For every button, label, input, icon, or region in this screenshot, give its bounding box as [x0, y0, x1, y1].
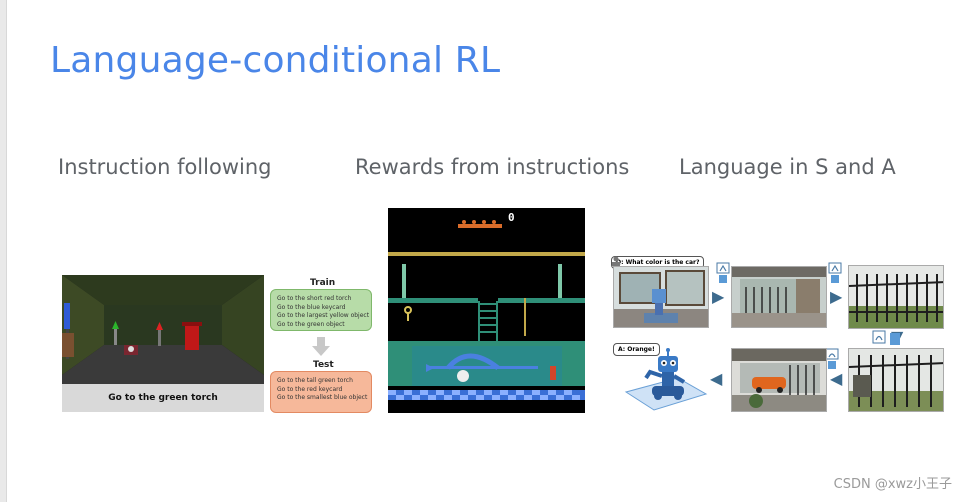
action-forward-icon — [716, 262, 730, 283]
robot-view-fence-car — [848, 348, 944, 412]
arrow-left-icon: ◀ — [830, 371, 843, 388]
arrow-down-icon — [312, 337, 330, 356]
instruction-following-scene: Go to the green torch — [62, 275, 264, 412]
robot-view-room — [613, 266, 709, 328]
slide-title: Language-conditional RL — [50, 40, 501, 81]
doom-scene-image — [62, 275, 264, 384]
robot-view-window — [731, 266, 827, 328]
heading-language-in-s-and-a: Language in S and A — [679, 155, 896, 179]
test-item: Go to the smallest blue object — [277, 394, 368, 401]
slide-left-border — [0, 0, 7, 502]
test-item: Go to the tall green torch — [277, 377, 353, 384]
arrow-right-icon: ▶ — [830, 289, 843, 306]
robot-view-fence — [848, 265, 944, 329]
heading-rewards-from-instructions: Rewards from instructions — [355, 155, 630, 179]
csdn-watermark: CSDN @xwz小王子 — [833, 477, 952, 492]
action-turn-icon — [825, 348, 839, 369]
heading-instruction-following: Instruction following — [58, 155, 272, 179]
train-instructions-box: Go to the short red torch Go to the blue… — [270, 289, 372, 331]
robot-view-orange-car — [731, 348, 827, 412]
test-instructions-box: Go to the tall green torch Go to the red… — [270, 371, 372, 413]
game-screen: 0 — [388, 208, 585, 413]
game-score: 0 — [508, 211, 515, 224]
arrow-left-icon: ◀ — [710, 371, 723, 388]
test-item: Go to the red keycard — [277, 385, 343, 393]
robot-illustration — [624, 348, 708, 411]
answer-bubble: A: Orange! — [613, 343, 660, 356]
action-forward-icon — [828, 262, 842, 283]
train-item: Go to the short red torch — [277, 295, 352, 302]
user-icon — [612, 256, 620, 266]
action-turn-icon — [872, 330, 900, 345]
game-level-image — [388, 208, 585, 413]
train-item: Go to the blue keycard — [277, 303, 346, 311]
test-label: Test — [313, 360, 334, 370]
train-label: Train — [310, 278, 336, 288]
train-item: Go to the green object — [277, 320, 345, 328]
arrow-right-icon: ▶ — [712, 289, 725, 306]
doom-caption: Go to the green torch — [62, 384, 264, 412]
train-item: Go to the largest yellow object — [277, 312, 370, 319]
